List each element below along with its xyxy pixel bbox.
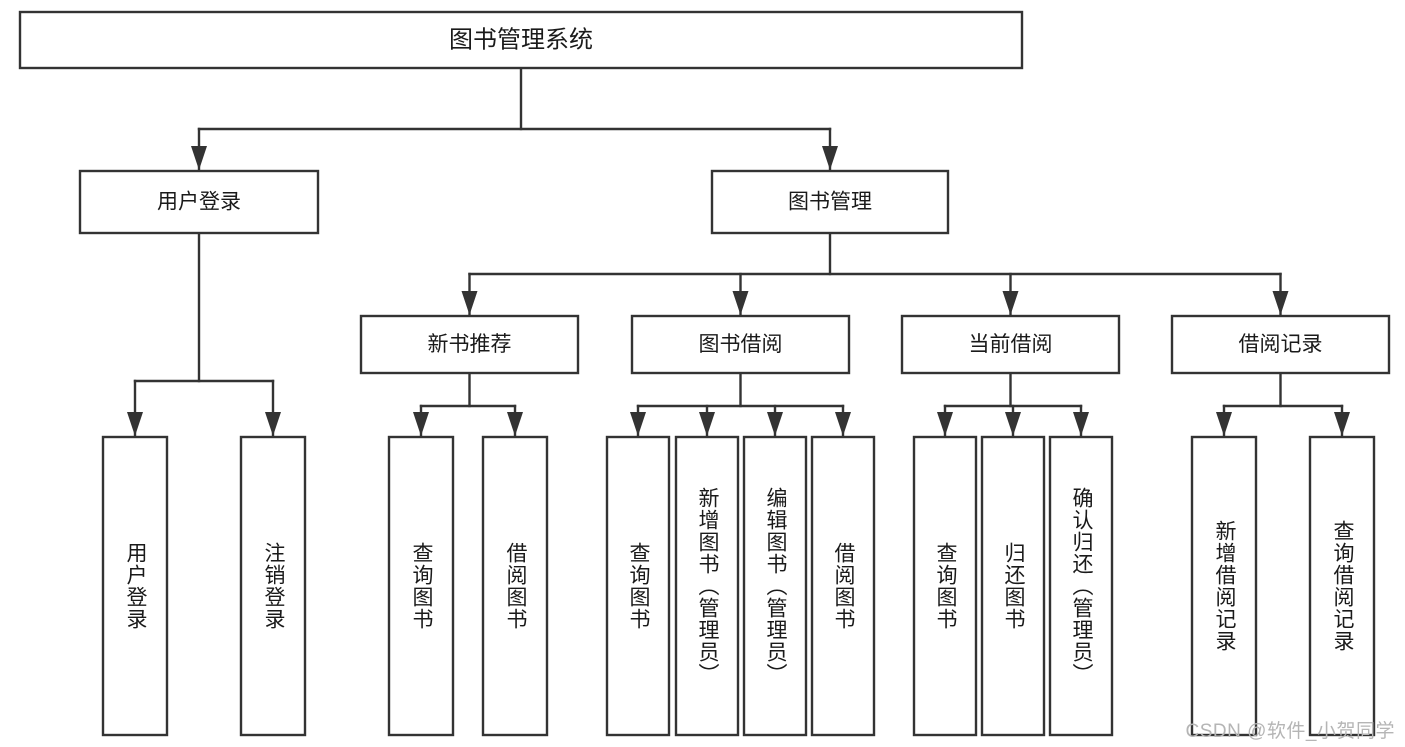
user-login-to-leaves-arrow-0: [127, 412, 143, 436]
leaf-node-leaf-borrow-book-2[interactable]: [810, 435, 876, 737]
level3-node-label-current-borrow: 当前借阅: [969, 333, 1053, 356]
level3-node-book-borrow[interactable]: [630, 314, 851, 375]
leaf-node-leaf-query-book-1[interactable]: [387, 435, 455, 737]
book-borrow-to-leaves-arrow-3: [835, 412, 851, 436]
level2-node-label-user-login: 用户登录: [157, 191, 241, 214]
leaf-node-leaf-add-record[interactable]: [1190, 435, 1258, 737]
level3-node-label-borrow-record: 借阅记录: [1239, 333, 1323, 356]
root-to-level2-arrow-0: [191, 146, 207, 170]
leaf-node-leaf-user-login[interactable]: [101, 435, 169, 737]
level3-node-label-new-book-recommend: 新书推荐: [428, 333, 512, 356]
level3-node-current-borrow[interactable]: [900, 314, 1121, 375]
borrow-record-to-leaves-arrow-1: [1334, 412, 1350, 436]
book-borrow-to-leaves-arrow-0: [630, 412, 646, 436]
book-borrow-to-leaves-arrow-2: [767, 412, 783, 436]
current-borrow-to-leaves-arrow-0: [937, 412, 953, 436]
level2-node-label-book-manage: 图书管理: [788, 191, 872, 214]
connector-layer: [127, 66, 1350, 438]
leaf-node-leaf-user-logout[interactable]: [239, 435, 307, 737]
book-borrow-to-leaves-arrow-1: [699, 412, 715, 436]
borrow-record-to-leaves-arrow-0: [1216, 412, 1232, 436]
bookmanage-to-level3-arrow-3: [1272, 291, 1289, 315]
leaf-node-leaf-edit-book[interactable]: [742, 435, 808, 737]
root-node-label: 图书管理系统: [449, 26, 593, 53]
bookmanage-to-level3-arrow-1: [732, 291, 749, 315]
new-book-recommend-to-leaves-arrow-1: [507, 412, 523, 436]
root-to-level2-arrow-1: [822, 146, 838, 170]
root-node-root[interactable]: [18, 10, 1024, 70]
level2-node-user-login[interactable]: [78, 169, 320, 235]
leaf-node-leaf-return-book[interactable]: [980, 435, 1046, 737]
level3-node-new-book-recommend[interactable]: [359, 314, 580, 375]
level3-node-borrow-record[interactable]: [1170, 314, 1391, 375]
leaf-node-leaf-borrow-book-1[interactable]: [481, 435, 549, 737]
bookmanage-to-level3-arrow-2: [1002, 291, 1019, 315]
level3-node-label-book-borrow: 图书借阅: [699, 333, 783, 356]
level2-node-book-manage[interactable]: [710, 169, 950, 235]
leaf-node-leaf-query-record[interactable]: [1308, 435, 1376, 737]
current-borrow-to-leaves-arrow-1: [1005, 412, 1021, 436]
leaf-node-leaf-add-book[interactable]: [674, 435, 740, 737]
new-book-recommend-to-leaves-arrow-0: [413, 412, 429, 436]
current-borrow-to-leaves-arrow-2: [1073, 412, 1089, 436]
leaf-node-leaf-query-book-2[interactable]: [605, 435, 671, 737]
node-layer: [18, 10, 1391, 737]
bookmanage-to-level3-arrow-0: [461, 291, 478, 315]
leaf-node-leaf-confirm-return[interactable]: [1048, 435, 1114, 737]
user-login-to-leaves-arrow-1: [265, 412, 281, 436]
watermark-text: CSDN @软件_小贺同学: [1185, 721, 1395, 742]
leaf-node-leaf-query-book-3[interactable]: [912, 435, 978, 737]
